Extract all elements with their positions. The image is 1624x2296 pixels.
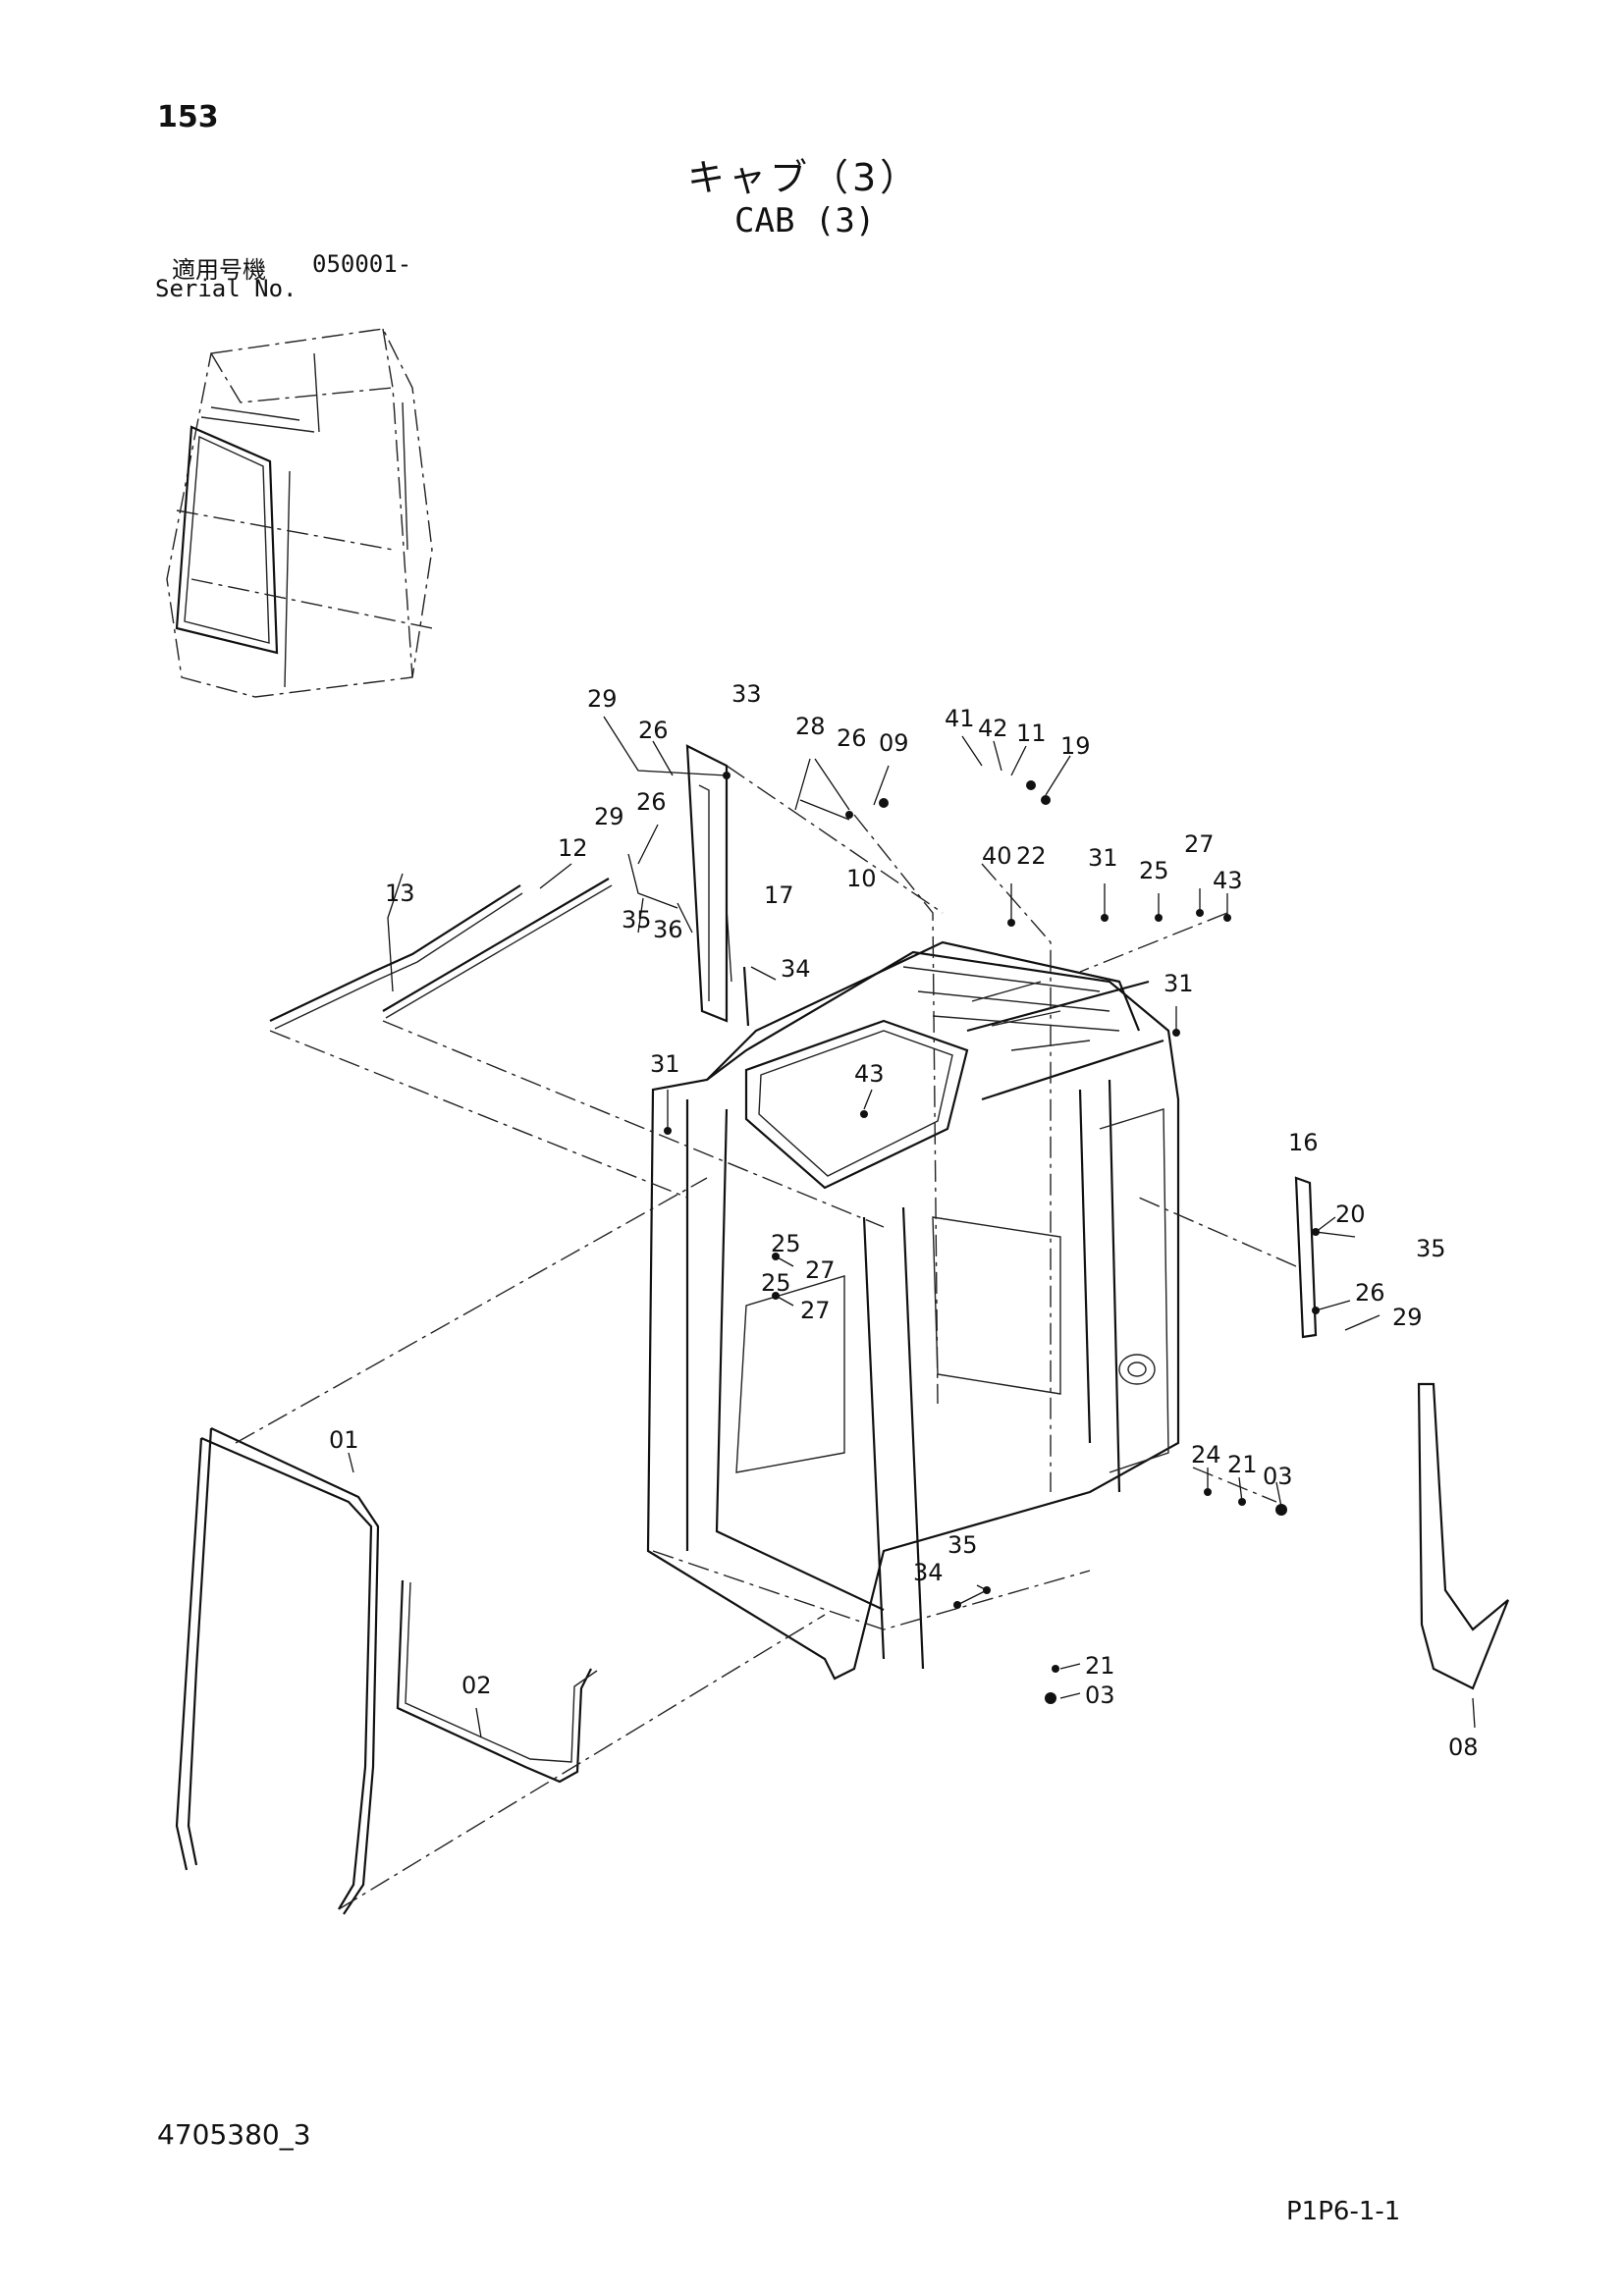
callout-12: 12 xyxy=(558,834,588,862)
callout-27-c: 27 xyxy=(800,1297,831,1324)
serial-number-range: 050001- xyxy=(312,250,412,278)
callout-31-b: 31 xyxy=(1164,970,1194,997)
callout-25-a: 25 xyxy=(1139,857,1169,884)
callout-35-b: 35 xyxy=(1416,1235,1446,1262)
callout-26-d: 26 xyxy=(1355,1279,1385,1307)
trim-and-seal-parts xyxy=(175,744,1510,1915)
callout-34-b: 34 xyxy=(913,1559,944,1586)
callout-03-b: 03 xyxy=(1085,1682,1115,1709)
callout-43-b: 43 xyxy=(854,1060,885,1088)
page-code: P1P6-1-1 xyxy=(1286,2197,1401,2226)
page-title-japanese: キャブ（3） xyxy=(687,156,922,199)
callout-34-a: 34 xyxy=(781,955,811,983)
callout-01: 01 xyxy=(329,1426,359,1454)
callout-31-a: 31 xyxy=(1088,844,1118,872)
callout-02: 02 xyxy=(461,1672,492,1699)
callout-22: 22 xyxy=(1016,842,1047,870)
serial-label-japanese: 適用号機 xyxy=(172,256,266,284)
page-number: 153 xyxy=(157,100,219,134)
leader-lines xyxy=(348,716,1476,1738)
assembly-lines xyxy=(235,765,1297,1910)
callout-24: 24 xyxy=(1191,1441,1221,1468)
callout-33: 33 xyxy=(731,680,762,708)
hardware-markers xyxy=(664,772,1320,1704)
callout-41: 41 xyxy=(945,705,975,732)
callout-26-b: 26 xyxy=(837,724,867,752)
callout-40: 40 xyxy=(982,842,1012,870)
page-title-english: CAB (3) xyxy=(734,201,876,240)
callout-19: 19 xyxy=(1060,732,1091,760)
callout-26-c: 26 xyxy=(636,788,667,816)
callout-09: 09 xyxy=(879,729,909,757)
serial-label-english: Serial No. xyxy=(155,275,298,302)
callout-25-c: 25 xyxy=(761,1269,791,1297)
callout-35-c: 35 xyxy=(947,1531,978,1559)
drawing-number: 4705380_3 xyxy=(157,2118,311,2151)
callout-28: 28 xyxy=(795,713,826,740)
callout-29-a: 29 xyxy=(587,685,618,713)
callout-26-a: 26 xyxy=(638,717,669,744)
callout-29-b: 29 xyxy=(594,803,624,830)
inset-overview-drawing xyxy=(166,328,433,698)
callout-10: 10 xyxy=(846,865,877,892)
callout-36: 36 xyxy=(653,916,683,943)
callout-13: 13 xyxy=(385,880,415,907)
callout-21-a: 21 xyxy=(1227,1451,1258,1478)
callout-42: 42 xyxy=(978,715,1008,742)
callout-08: 08 xyxy=(1448,1734,1479,1761)
callout-21-b: 21 xyxy=(1085,1652,1115,1680)
callout-29-c: 29 xyxy=(1392,1304,1423,1331)
callout-labels: 29 33 26 28 26 09 41 42 11 19 29 26 12 1… xyxy=(329,680,1479,1761)
callout-03-a: 03 xyxy=(1263,1463,1293,1490)
callout-31-c: 31 xyxy=(650,1050,680,1078)
callout-17: 17 xyxy=(764,881,794,909)
callout-27-a: 27 xyxy=(1184,830,1215,858)
cab-frame xyxy=(646,940,1180,1681)
callout-27-b: 27 xyxy=(805,1256,836,1284)
callout-20: 20 xyxy=(1335,1201,1366,1228)
callout-43-a: 43 xyxy=(1213,867,1243,894)
callout-25-b: 25 xyxy=(771,1230,801,1257)
callout-35-a: 35 xyxy=(622,906,652,934)
callout-11: 11 xyxy=(1016,720,1047,747)
callout-16: 16 xyxy=(1288,1129,1319,1156)
